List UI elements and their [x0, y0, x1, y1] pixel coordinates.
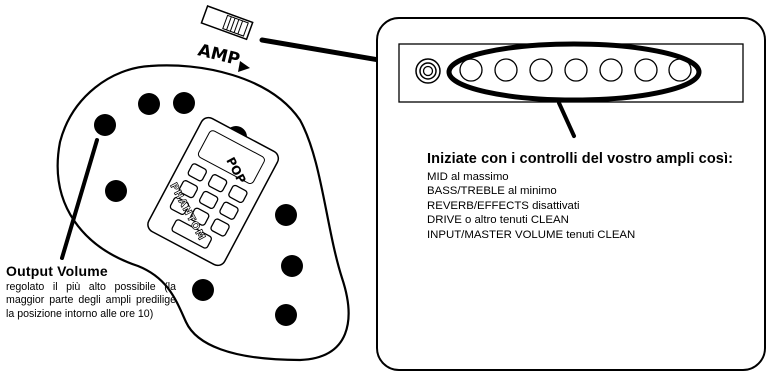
pedal-button[interactable]	[219, 201, 239, 220]
output-volume-title: Output Volume	[6, 263, 108, 279]
amp-settings-list: MID al massimo BASS/TREBLE al minimo REV…	[427, 170, 635, 242]
pedal-button[interactable]	[169, 196, 190, 215]
pedal-knob	[173, 92, 195, 114]
amp-setting-item: BASS/TREBLE al minimo	[427, 185, 557, 198]
pedal-button[interactable]	[210, 218, 230, 237]
amp-arrow-icon	[238, 61, 250, 72]
panel-pointer-line	[557, 101, 576, 138]
amp-setting-item: MID al massimo	[427, 171, 509, 183]
input-jack-icon	[415, 58, 441, 84]
amp-knob[interactable]	[494, 58, 518, 82]
amp-knob[interactable]	[459, 58, 483, 82]
pedal-knobs	[94, 92, 303, 326]
output-pointer-line	[60, 138, 99, 260]
amp-knob[interactable]	[634, 58, 658, 82]
pedal-button[interactable]	[198, 190, 219, 210]
amp-knobs	[459, 58, 692, 82]
pedal-button[interactable]	[171, 219, 213, 249]
amp-knob[interactable]	[599, 58, 623, 82]
amp-knob[interactable]	[529, 58, 553, 82]
pedal-knob	[138, 93, 160, 115]
pedal-knob	[192, 279, 214, 301]
pedal-knob	[275, 204, 297, 226]
amp-panel	[376, 17, 766, 371]
pedal-button[interactable]	[187, 163, 207, 182]
knob-highlight-oval	[446, 41, 702, 103]
output-volume-description: regolato il più alto possibile (la maggi…	[6, 281, 176, 320]
amp-setting-item: INPUT/MASTER VOLUME tenuti CLEAN	[427, 228, 636, 241]
pedal-knob	[94, 114, 116, 136]
amp-switch[interactable]	[200, 5, 254, 41]
pedal-knob	[105, 180, 127, 202]
pedal-button[interactable]	[207, 174, 228, 193]
pedal-display	[147, 116, 280, 267]
pedal-button[interactable]	[178, 180, 199, 199]
pedal-knob	[275, 304, 297, 326]
amp-settings-title: Iniziate con i controlli del vostro ampl…	[427, 151, 734, 167]
pedal-button[interactable]	[190, 207, 210, 226]
amp-setting-item: DRIVE o altro tenuti CLEAN	[427, 214, 569, 227]
amp-knob[interactable]	[564, 58, 588, 82]
pedal-knob	[281, 255, 303, 277]
amp-setting-item: REVERB/EFFECTS disattivati	[427, 199, 580, 212]
amp-switch-label: AMP	[196, 40, 242, 70]
pedal-button[interactable]	[228, 184, 248, 204]
